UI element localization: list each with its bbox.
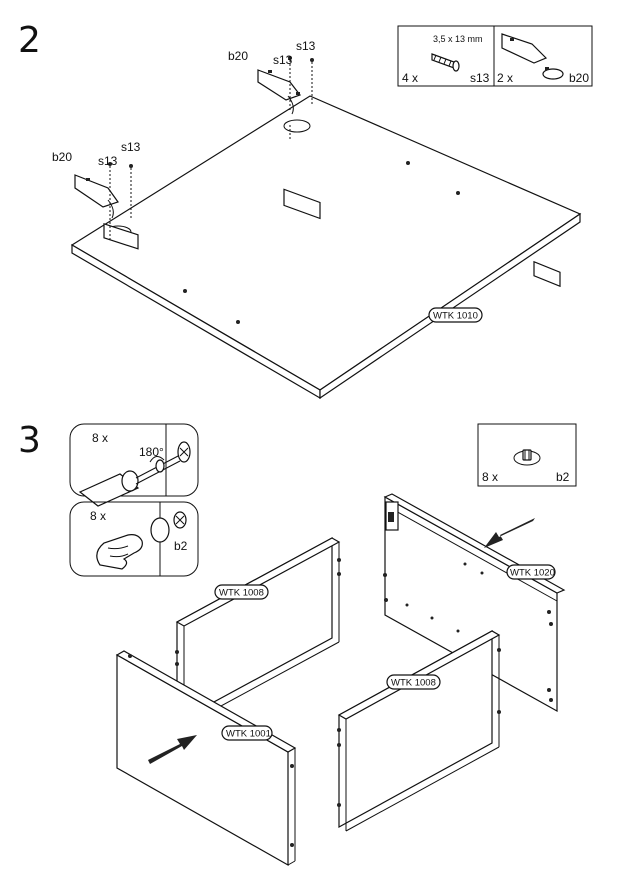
panel-tag-1008-right: WTK 1008 [386,674,441,690]
svg-text:WTK 1010: WTK 1010 [433,311,478,322]
svg-text:WTK 1001: WTK 1001 [226,729,271,740]
dowel-box [477,423,577,487]
hinge-right-screw-top: s13 [296,39,316,53]
side-panel-left [175,536,341,727]
hinge-qty: 2 x [497,71,513,85]
svg-text:WTK 1020: WTK 1020 [510,568,555,579]
screw-code: s13 [470,71,490,85]
screw-size: 3,5 x 13 mm [433,34,483,44]
dowel-code: b2 [556,470,570,484]
panel-tag-1020: WTK 1020 [506,564,556,580]
side-panel-right [337,629,501,832]
hinge-left-screw-top: s13 [121,140,141,154]
hinge-code: b20 [569,71,589,85]
panel-tag-1010: WTK 1010 [428,307,483,323]
svg-text:WTK 1008: WTK 1008 [391,678,436,689]
cap-box [69,501,199,577]
hinge-left-code: b20 [52,150,72,164]
hinge-right [257,56,321,220]
panel-tag-1001: WTK 1001 [221,725,273,741]
hinge-right-code: b20 [228,49,248,63]
arrow-back-panel [484,518,535,548]
arrow-front-panel [148,735,197,764]
insert-box [69,423,199,507]
rotate-angle: 180° [139,445,164,459]
hinge-right-screw-side: s13 [273,53,293,67]
svg-text:WTK 1008: WTK 1008 [219,588,264,599]
step-number-3: 3 [18,420,41,461]
screw-icon [431,53,460,72]
panel-tag-1008-left: WTK 1008 [214,584,269,600]
parts-box-step2 [397,25,593,288]
hinge-icon [501,33,564,288]
top-panel [70,95,582,400]
dowel-qty: 8 x [482,470,498,484]
step-number-2: 2 [18,20,41,61]
insert-qty: 8 x [92,431,108,445]
cap-code: b2 [174,539,188,553]
hinge-left [74,162,139,250]
hinge-left-screw-side: s13 [98,154,118,168]
cap-qty: 8 x [90,509,106,523]
screw-qty: 4 x [402,71,418,85]
